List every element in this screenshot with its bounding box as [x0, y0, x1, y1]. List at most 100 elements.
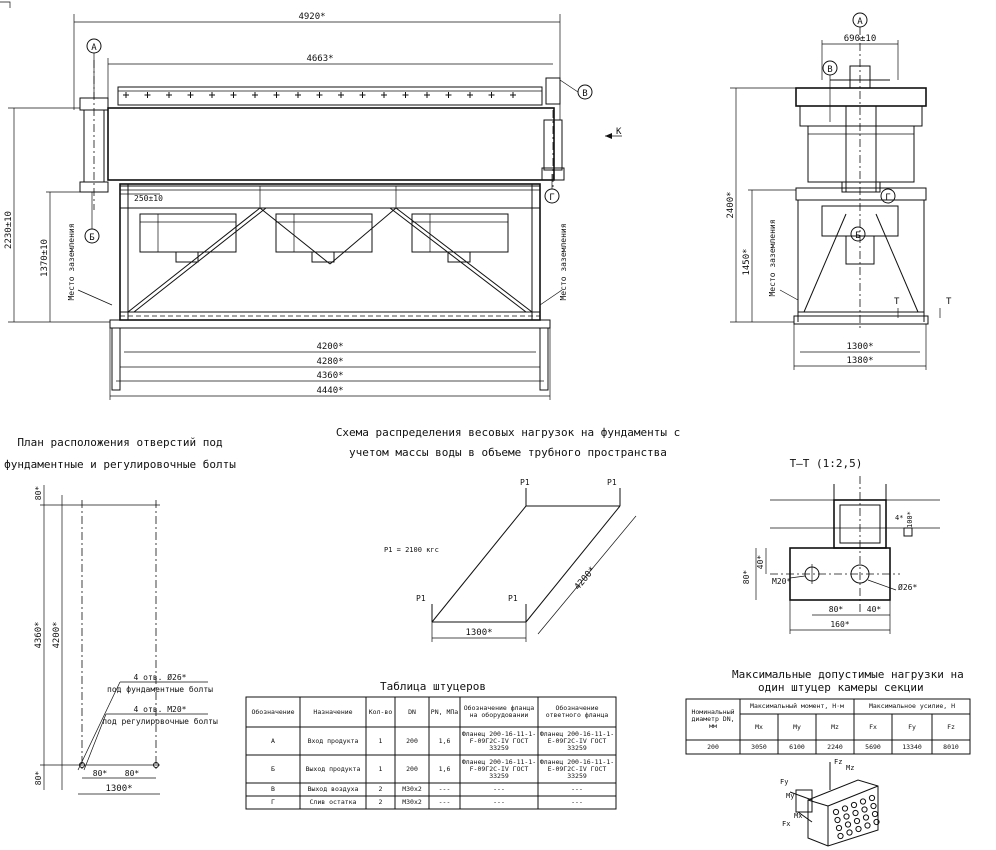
maxloads-val-mx: 3050 — [751, 742, 767, 751]
label-k: К — [616, 127, 622, 137]
plug-marker — [445, 92, 452, 98]
loads-dim-4200: 4200* — [573, 565, 598, 592]
label-b: Б — [89, 233, 94, 243]
axis-fz: Fz — [834, 758, 842, 766]
plug-marker — [166, 92, 172, 98]
side-label-v: В — [827, 65, 832, 75]
maxloads-val-fz: 8010 — [943, 742, 959, 751]
plug-marker — [402, 92, 409, 98]
nozzle-table-grid — [245, 696, 617, 810]
section-t-left: Т — [894, 297, 900, 307]
plan-dim-80-b: 80* — [125, 769, 140, 778]
maxloads-sub-fz: Fz — [947, 722, 955, 731]
plan-dim-80-a: 80* — [93, 769, 108, 778]
plan-dim-4360: 4360* — [34, 621, 44, 648]
corner-mark — [0, 1, 11, 8]
section-tt: Т–Т (1:2,5) M20* Ø26* 40* 80* 80* 40* 16… — [742, 457, 940, 634]
plug-marker — [209, 92, 215, 98]
plan-note1-bottom: под фундаментные болты — [107, 684, 213, 694]
ground-label-left: Место заземления — [67, 223, 76, 300]
plan-note1-top: 4 отв. Ø26* — [134, 672, 187, 682]
table-row: Б — [271, 764, 275, 773]
loads-p1-top-left: P1 — [520, 478, 530, 487]
plug-marker — [144, 92, 151, 98]
plug-marker — [381, 92, 387, 98]
side-dim-690: 690±10 — [844, 34, 877, 44]
side-label-g: Г — [885, 193, 890, 203]
tube-hole — [861, 806, 868, 813]
ground-label-right: Место заземления — [559, 223, 568, 300]
dim-4663: 4663* — [306, 54, 333, 64]
table-cell: Фланец 200-16-11-1-E-09Г2С-IV ГОСТ 33259 — [539, 757, 615, 780]
tube-hole — [864, 822, 871, 829]
table-cell: Фланец 200-16-11-1-E-09Г2С-IV ГОСТ 33259 — [539, 729, 615, 752]
loads-p1-top-right: P1 — [607, 478, 617, 487]
table-cell: M30x2 — [402, 798, 422, 806]
tube-hole — [862, 814, 870, 821]
nozzle-header-purpose: Назначение — [313, 707, 353, 716]
table-cell: --- — [438, 798, 451, 806]
front-view: 4920* 4663* А Б В Г — [0, 1, 622, 400]
table-cell: 1,6 — [438, 736, 451, 745]
plan-title-1: План расположения отверстий под — [17, 436, 223, 449]
plug-markers — [123, 92, 516, 98]
section-dim-80b: 80* — [829, 605, 844, 614]
plug-marker — [230, 92, 237, 98]
table-cell: Выход воздуха — [307, 785, 359, 793]
plug-marker — [187, 92, 194, 98]
plan-title-2: фундаментные и регулировочные болты — [4, 458, 236, 471]
tube-hole — [855, 825, 862, 833]
maxloads-col-dn: Номинальный диаметр DN, мм — [691, 708, 735, 730]
table-row: В — [271, 785, 275, 793]
tube-hole — [868, 794, 876, 802]
maxloads-col-force: Максимальное усилие, Н — [868, 702, 956, 710]
maxloads-sub-my: My — [793, 722, 801, 731]
holes-plan: План расположения отверстий под фундамен… — [4, 436, 236, 795]
table-cell: M30x2 — [402, 785, 422, 793]
table-cell: --- — [493, 798, 505, 806]
table-cell: 2 — [378, 798, 383, 806]
loads-dim-1300: 1300* — [465, 628, 492, 638]
dim-4360: 4360* — [316, 371, 343, 381]
section-dim-40b: 40* — [867, 605, 882, 614]
plug-marker — [359, 92, 366, 98]
plan-dim-80-bottom: 80* — [34, 771, 43, 786]
axis-mz: Mz — [846, 764, 854, 772]
table-cell: 200 — [406, 736, 418, 745]
maxloads-val-fx: 5690 — [865, 742, 881, 751]
tube-hole — [837, 832, 844, 840]
plug-marker — [252, 92, 258, 98]
tube-hole — [871, 810, 879, 818]
tube-hole — [846, 829, 853, 836]
plan-note2-bottom: под регулировочные болты — [102, 716, 218, 726]
maxloads-title-2: один штуцер камеры секции — [758, 681, 924, 694]
dim-250: 250±10 — [134, 194, 163, 203]
nozzle-header-counter-flange: Обозначение ответного фланца — [545, 704, 609, 719]
label-g: Г — [549, 193, 554, 203]
table-cell: 200 — [406, 764, 418, 773]
table-cell: --- — [571, 785, 583, 793]
maxloads-sub-mx: Mx — [755, 722, 763, 731]
maxloads-title-1: Максимальные допустимые нагрузки на — [732, 668, 964, 681]
tube-hole — [850, 801, 858, 809]
dim-1370: 1370±10 — [40, 239, 50, 277]
tube-hole — [841, 805, 849, 812]
section-dim-4: 4* — [895, 514, 903, 522]
side-dim-2400: 2400* — [726, 191, 736, 218]
section-phi26: Ø26* — [898, 582, 917, 592]
table-cell: --- — [438, 785, 451, 793]
side-label-a: А — [857, 17, 863, 27]
nozzle-table-title: Таблица штуцеров — [380, 680, 486, 693]
plug-marker — [123, 92, 129, 98]
tube-hole — [832, 808, 840, 816]
nozzle-header-dn: DN — [408, 707, 416, 716]
tube-hole — [843, 813, 850, 820]
axis-mx: Mx — [794, 812, 802, 820]
table-cell: 1 — [378, 764, 383, 773]
tube-holes — [832, 794, 880, 840]
tube-hole — [834, 816, 841, 824]
table-cell: Фланец 200-16-11-1-F-09Г2С-IV ГОСТ 33259 — [461, 757, 537, 780]
dim-4280: 4280* — [316, 357, 343, 367]
maxloads-table-grid — [685, 698, 971, 755]
plug-marker — [316, 92, 323, 98]
